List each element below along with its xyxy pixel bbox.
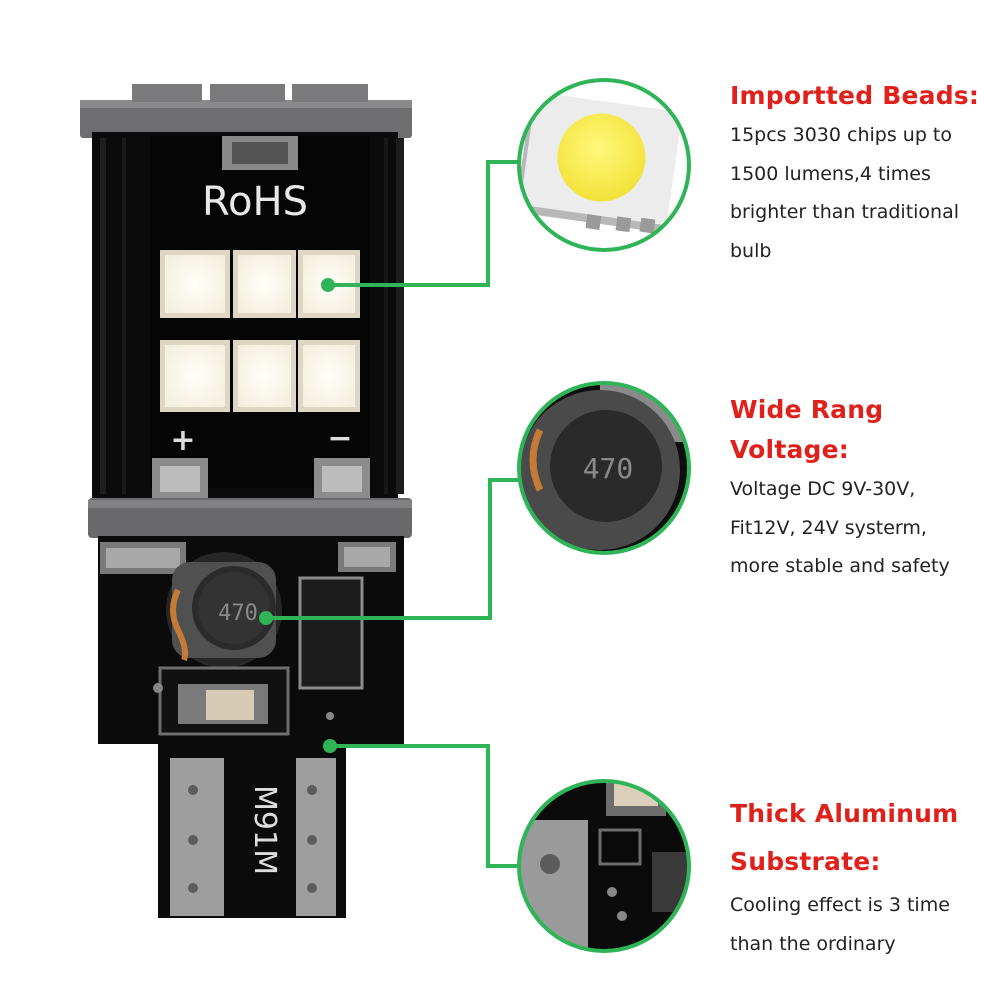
model-mark: M91M: [247, 785, 282, 875]
feature-line: 15pcs 3030 chips up to: [730, 124, 952, 146]
feature-line: Cooling effect is 3 time: [730, 894, 950, 916]
feature-line: bulb: [730, 239, 772, 262]
zoom-inductor-code: 470: [583, 452, 634, 485]
lower-pcb: 470: [98, 536, 404, 748]
feature-aluminum-substrate: Thick Aluminum Substrate: Cooling effect…: [730, 790, 992, 963]
zoom-substrate: [517, 779, 691, 953]
feature-title: Thick Aluminum: [730, 799, 959, 828]
feature-title: Importted Beads:: [730, 81, 980, 110]
feature-line: 1500 lumens,4 times: [730, 162, 931, 185]
feature-wide-voltage: Wide Rang Voltage: Voltage DC 9V-30V, Fi…: [730, 390, 992, 586]
upper-pcb: RoHS + −: [92, 132, 404, 500]
feature-line: than the ordinary: [730, 932, 896, 955]
minus-mark: −: [327, 421, 352, 456]
zoom-led-chip: [517, 78, 691, 252]
zoom-inductor: 470: [517, 381, 691, 555]
feature-line: more stable and safety: [730, 555, 950, 577]
callout-dot-1: [321, 278, 335, 292]
plus-mark: +: [170, 423, 195, 458]
callout-dot-2: [259, 611, 273, 625]
bulb-top-cap: [80, 100, 412, 138]
feature-title: Wide Rang Voltage:: [730, 395, 884, 464]
feature-title: Substrate:: [730, 847, 881, 876]
callout-lines: [268, 160, 520, 868]
feature-line: Fit12V, 24V systerm,: [730, 516, 927, 539]
wedge-base: M91M: [158, 740, 346, 918]
rohs-mark: RoHS: [202, 179, 308, 225]
led-bulb: RoHS + −: [80, 84, 412, 918]
inductor-code: 470: [218, 601, 258, 626]
led-chips: [160, 250, 360, 412]
feature-imported-beads: Importted Beads: 15pcs 3030 chips up to …: [730, 76, 992, 270]
callout-dot-3: [323, 739, 337, 753]
feature-line: brighter than traditional: [730, 201, 960, 223]
feature-line: Voltage DC 9V-30V,: [730, 478, 916, 500]
